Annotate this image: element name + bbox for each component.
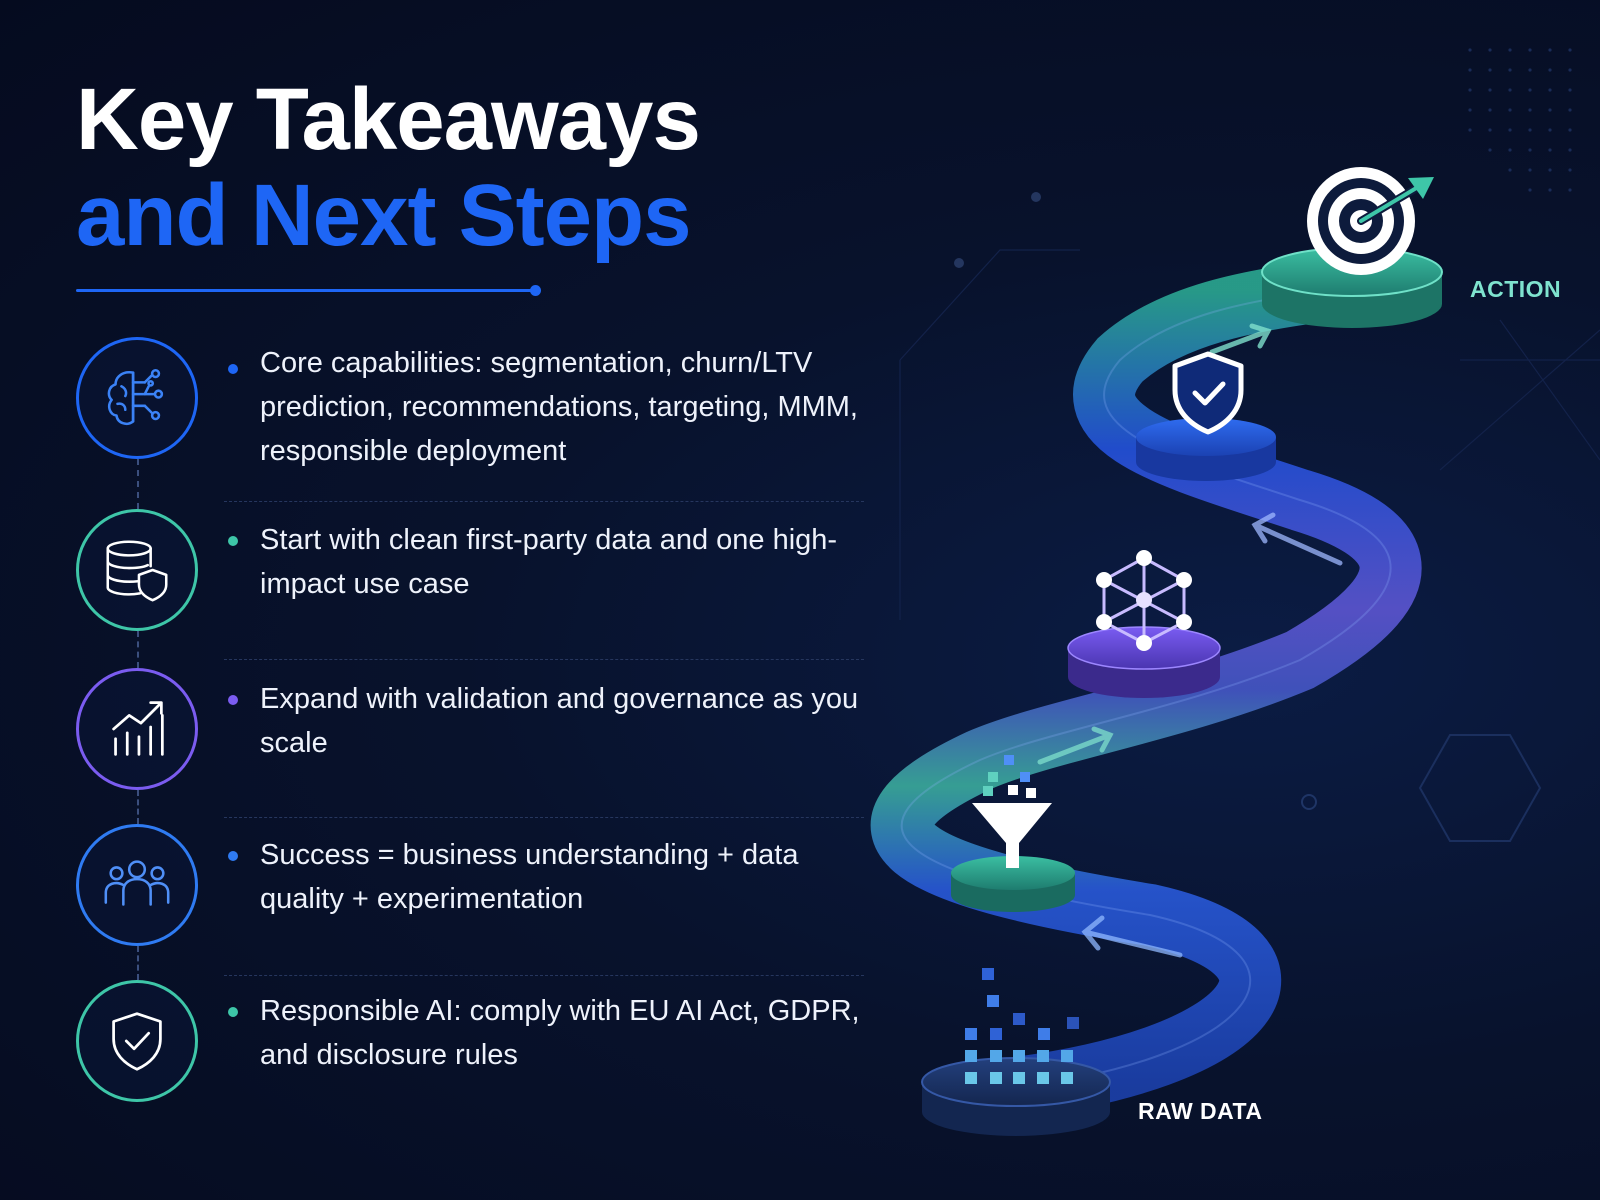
page-title: Key Takeaways and Next Steps xyxy=(76,71,701,264)
takeaway-item: Start with clean first-party data and on… xyxy=(76,509,876,639)
takeaway-item: Responsible AI: comply with EU AI Act, G… xyxy=(76,980,876,1110)
takeaway-item: Expand with validation and governance as… xyxy=(76,668,876,798)
accent-dot xyxy=(954,258,964,268)
small-ring xyxy=(1301,794,1317,810)
title-line-1: Key Takeaways xyxy=(76,71,701,168)
takeaway-item: Success = business understanding + data … xyxy=(76,824,876,954)
road-arrow xyxy=(1209,323,1272,355)
journey-road xyxy=(870,259,1422,1121)
divider xyxy=(224,659,864,660)
connector-line xyxy=(137,790,139,824)
takeaway-text: Expand with validation and governance as… xyxy=(260,683,859,759)
bullet-dot xyxy=(228,851,238,861)
accent-dot xyxy=(1031,192,1041,202)
database-shield-icon xyxy=(106,540,168,602)
hexagon-outline xyxy=(1418,734,1542,842)
takeaway-text: Start with clean first-party data and on… xyxy=(260,524,838,600)
stage-platform-shield xyxy=(1136,418,1276,481)
decor-lines xyxy=(899,249,1600,620)
title-underline xyxy=(76,289,534,292)
connector-line xyxy=(137,459,139,509)
takeaway-icon-circle xyxy=(76,509,198,631)
network-graph-icon xyxy=(1096,550,1192,651)
bullet-dot xyxy=(228,695,238,705)
target-arrow-icon xyxy=(1307,167,1434,275)
bullet-dot xyxy=(228,1007,238,1017)
stage-label-raw-data: RAW DATA xyxy=(1138,1098,1263,1124)
bullet-dot xyxy=(228,536,238,546)
takeaway-item: Core capabilities: segmentation, churn/L… xyxy=(76,337,876,497)
road-arrow xyxy=(1037,726,1114,765)
takeaway-text: Core capabilities: segmentation, churn/L… xyxy=(260,347,858,467)
title-underline-dot xyxy=(530,285,541,296)
team-people-icon xyxy=(104,860,170,906)
stage-label-action: ACTION xyxy=(1470,276,1562,302)
shield-check-icon xyxy=(112,1012,162,1071)
divider xyxy=(224,501,864,502)
divider xyxy=(224,817,864,818)
takeaway-icon-circle xyxy=(76,668,198,790)
bullet-dot xyxy=(228,364,238,374)
data-pixels-icon xyxy=(965,968,1079,1084)
brain-network-icon xyxy=(107,368,164,426)
stage-platform-raw-data xyxy=(921,1057,1111,1136)
growth-chart-icon xyxy=(112,701,164,756)
takeaway-icon-circle xyxy=(76,337,198,459)
shield-check-icon xyxy=(1172,351,1244,435)
takeaway-text: Responsible AI: comply with EU AI Act, G… xyxy=(260,995,860,1071)
takeaway-text: Success = business understanding + data … xyxy=(260,839,799,915)
dot-grid-pattern xyxy=(1468,48,1572,192)
connector-line xyxy=(137,631,139,668)
road-arrow xyxy=(1081,915,1183,958)
takeaway-icon-circle xyxy=(76,980,198,1102)
takeaway-icon-circle xyxy=(76,824,198,946)
road-arrow xyxy=(1251,512,1343,566)
divider xyxy=(224,975,864,976)
connector-line xyxy=(137,946,139,980)
stage-platform-funnel xyxy=(951,856,1075,912)
funnel-icon xyxy=(972,755,1052,868)
title-line-2: and Next Steps xyxy=(76,167,691,264)
journey-road-highlight xyxy=(900,289,1392,1091)
takeaway-list: Core capabilities: segmentation, churn/L… xyxy=(76,337,876,1110)
